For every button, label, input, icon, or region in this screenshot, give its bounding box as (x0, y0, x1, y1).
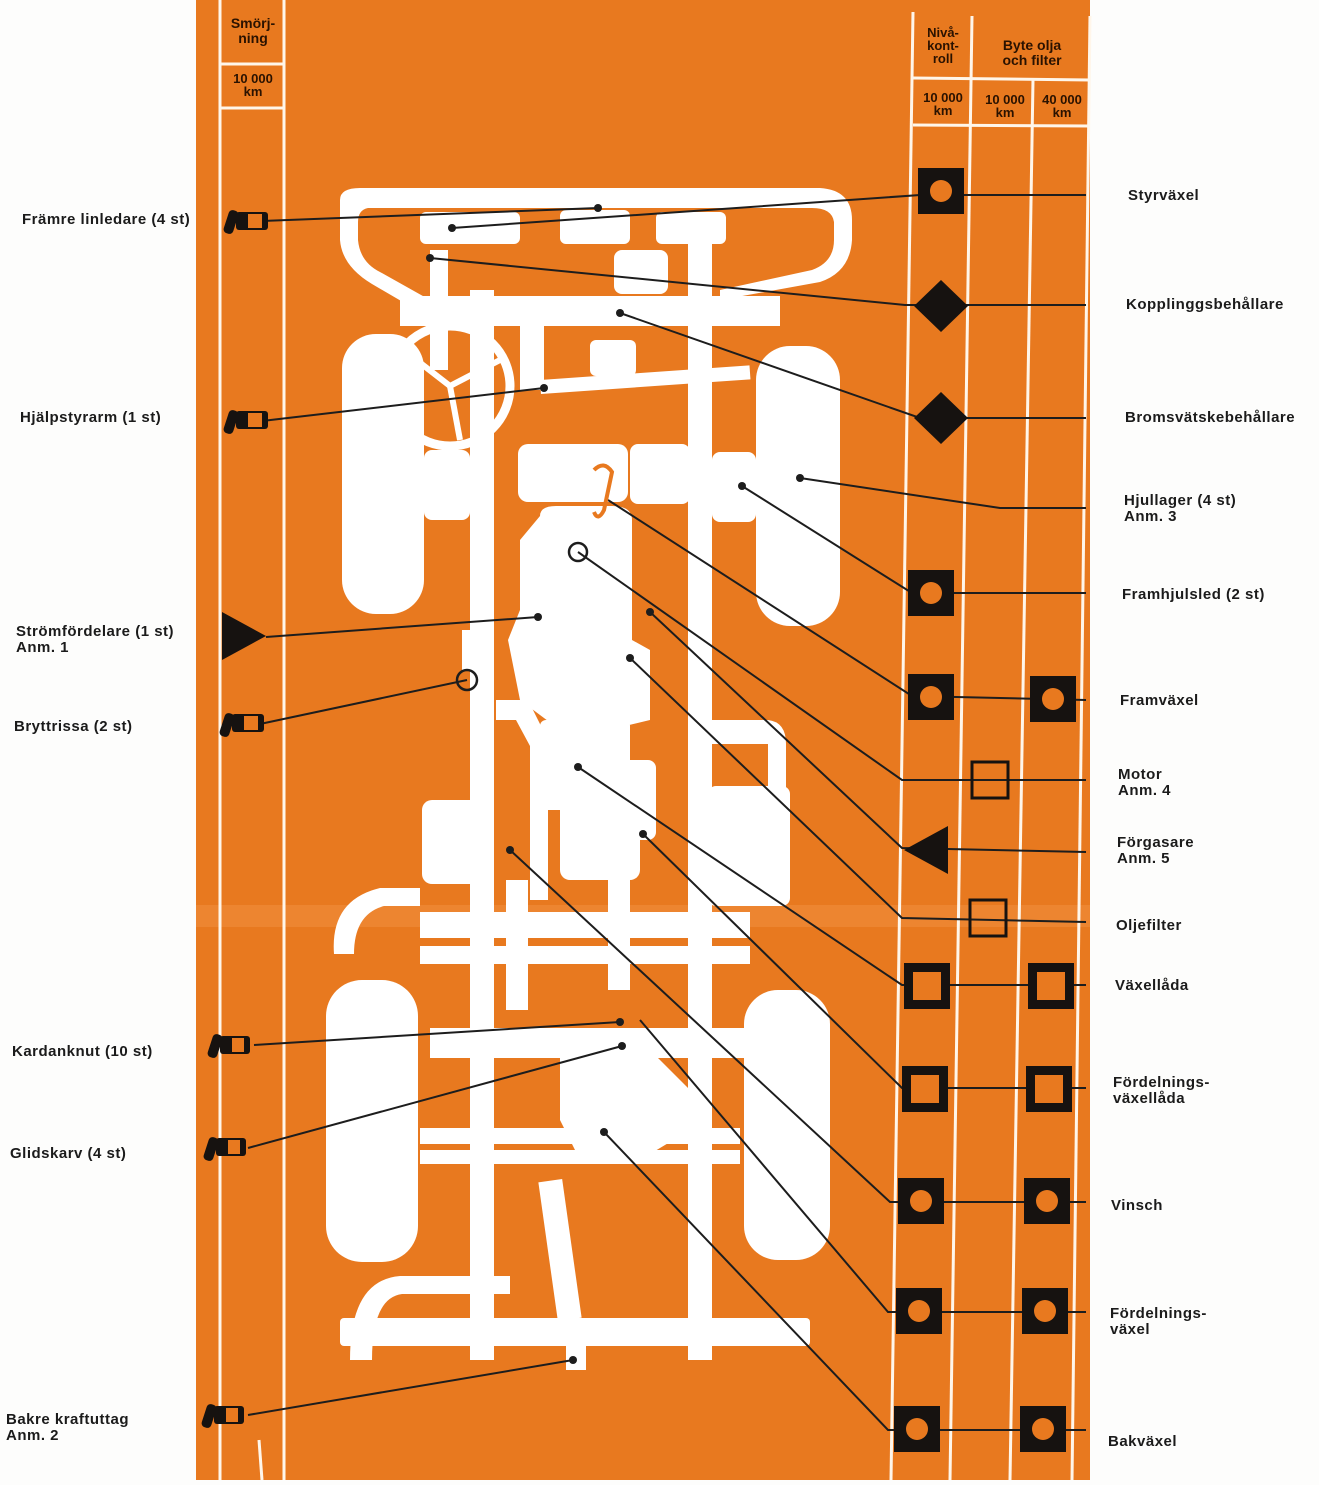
filled-square-icon (1028, 963, 1074, 1009)
label-glidskarv: Glidskarv (4 st) (10, 1146, 126, 1162)
label-fordelningsvaxel: Fördelnings-växel (1110, 1306, 1207, 1338)
label-fordelningsvaxellada: Fördelnings-växellåda (1113, 1075, 1210, 1107)
filled-square-icon (1026, 1066, 1072, 1112)
filled-square-circle-icon (1022, 1288, 1068, 1334)
filled-square-circle-icon (908, 674, 954, 720)
filled-square-circle-icon (1030, 676, 1076, 722)
header-level-check: Nivå- kont- roll (914, 26, 972, 65)
filled-square-circle-icon (898, 1178, 944, 1224)
label-oljefilter: Oljefilter (1116, 918, 1182, 934)
label-kardanknut: Kardanknut (10 st) (12, 1044, 153, 1060)
label-framvaxel: Framväxel (1120, 693, 1199, 709)
label-bakvaxel: Bakväxel (1108, 1434, 1177, 1450)
label-bryttrissa: Bryttrissa (2 st) (14, 719, 133, 735)
label-vaxellada: Växellåda (1115, 978, 1189, 994)
label-styrvaxel: Styrväxel (1128, 188, 1199, 204)
header-oil-change: Byte olja och filter (974, 38, 1090, 68)
label-bromsvatskebehallare: Bromsvätskebehållare (1125, 410, 1295, 426)
label-kopplingsbehallare: Kopplinggsbehållare (1126, 297, 1284, 313)
header-lubrication-interval: 10 000 km (222, 72, 284, 98)
filled-square-circle-icon (1024, 1178, 1070, 1224)
filled-square-icon (902, 1066, 948, 1112)
filled-square-circle-icon (894, 1406, 940, 1452)
label-stromfordelare: Strömfördelare (1 st)Anm. 1 (16, 624, 174, 656)
label-vinsch: Vinsch (1111, 1198, 1163, 1214)
header-lubrication: Smörj- ning (222, 16, 284, 46)
label-hjalpstyrarm: Hjälpstyrarm (1 st) (20, 410, 161, 426)
header-oil-interval-10000: 10 000 km (976, 93, 1034, 119)
label-framre-linledare: Främre linledare (4 st) (22, 212, 190, 228)
label-hjullager: Hjullager (4 st)Anm. 3 (1124, 493, 1236, 525)
filled-square-icon (904, 963, 950, 1009)
header-oil-interval-40000: 40 000 km (1034, 93, 1090, 119)
filled-square-circle-icon (908, 570, 954, 616)
filled-square-circle-icon (1020, 1406, 1066, 1452)
label-framhjulsled: Framhjulsled (2 st) (1122, 587, 1265, 603)
orange-panel (196, 0, 1090, 1480)
filled-square-circle-icon (896, 1288, 942, 1334)
header-level-interval: 10 000 km (914, 91, 972, 117)
filled-square-circle-icon (918, 168, 964, 214)
